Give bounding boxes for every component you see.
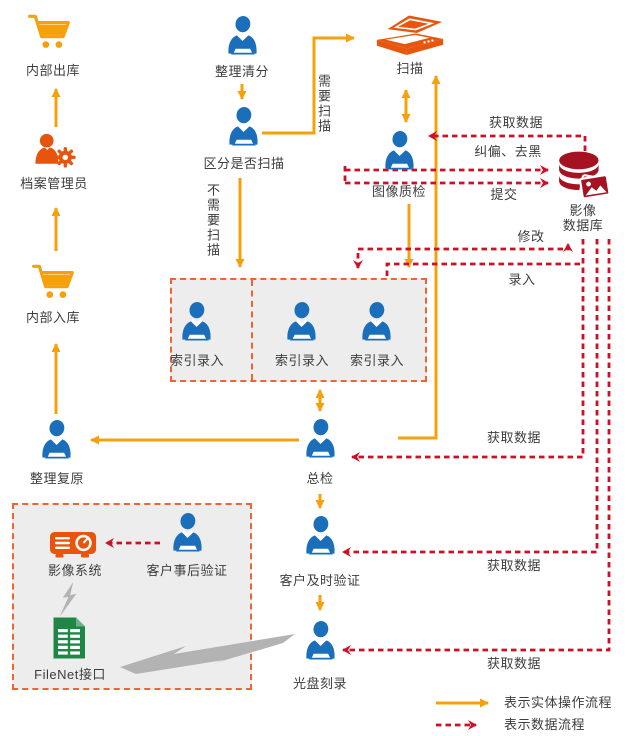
get-data-customer-flow-label: 获取数据 bbox=[486, 558, 542, 573]
archive-admin-icon bbox=[34, 131, 78, 169]
get-data-final-flow-label: 获取数据 bbox=[486, 430, 542, 445]
get-data-disc-flow-label: 获取数据 bbox=[486, 656, 542, 671]
internal-outbound-label: 内部出库 bbox=[25, 63, 81, 78]
legend-dashed-label: 表示数据流程 bbox=[504, 717, 586, 732]
image-qc-label: 图像质检 bbox=[371, 184, 427, 199]
image-database-label-line2: 数据库 bbox=[562, 218, 604, 233]
lightning-large-icon bbox=[120, 634, 295, 674]
internal-inbound-label: 内部入库 bbox=[25, 310, 81, 325]
customer-timely-verify-person-icon bbox=[303, 512, 338, 558]
filenet-document-icon bbox=[52, 616, 87, 660]
filenet-label: FileNet接口 bbox=[34, 667, 106, 682]
need-scan-flow-label: 需要扫描 bbox=[316, 74, 331, 134]
disc-burn-label: 光盘刻录 bbox=[292, 676, 348, 691]
index-entry-3-person-icon bbox=[359, 298, 394, 344]
image-database-label-line1: 影像 bbox=[569, 203, 597, 218]
image-qc-person-icon bbox=[382, 127, 417, 173]
disc-burn-person-icon bbox=[303, 617, 338, 663]
data-entry-index-db bbox=[385, 262, 583, 276]
arrow-final-to-scan bbox=[398, 75, 441, 440]
index-entry-1-person-icon bbox=[179, 298, 214, 344]
customer-post-verify-person-icon bbox=[170, 509, 205, 555]
arrow-decide-to-scan bbox=[262, 33, 355, 135]
scan-label: 扫描 bbox=[396, 61, 424, 76]
modify-flow-label: 修改 bbox=[517, 229, 545, 244]
no-need-scan-flow-label: 不需要扫描 bbox=[205, 183, 220, 258]
decide-scan-label: 区分是否扫描 bbox=[203, 156, 285, 171]
restore-person-icon bbox=[39, 416, 74, 462]
image-system-projector-icon bbox=[50, 528, 96, 558]
index-entry-1-label: 索引录入 bbox=[169, 353, 225, 368]
image-database-icon bbox=[556, 150, 610, 202]
deskew-flow-label: 纠偏、去黑 bbox=[474, 144, 542, 159]
lightning-small-icon bbox=[58, 582, 79, 618]
index-entry-2-person-icon bbox=[284, 298, 319, 344]
sort-clean-label: 整理清分 bbox=[214, 64, 270, 79]
index-entry-2-label: 索引录入 bbox=[274, 353, 330, 368]
sort-clean-person-icon bbox=[225, 12, 260, 58]
data-get-data-to-customer bbox=[342, 239, 599, 557]
data-get-data-to-disc bbox=[342, 239, 611, 655]
data-get-data-to-qc bbox=[428, 131, 587, 151]
final-check-person-icon bbox=[303, 415, 338, 461]
image-system-label: 影像系统 bbox=[47, 563, 103, 578]
entry-flow-label: 录入 bbox=[508, 272, 536, 287]
submit-flow-label: 提交 bbox=[490, 187, 518, 202]
index-entry-group-divider bbox=[251, 280, 253, 380]
legend-solid-label: 表示实体操作流程 bbox=[504, 695, 613, 710]
restore-label: 整理复原 bbox=[29, 471, 85, 486]
archive-admin-label: 档案管理员 bbox=[20, 176, 88, 191]
customer-post-verify-label: 客户事后验证 bbox=[146, 563, 228, 578]
get-data-qc-flow-label: 获取数据 bbox=[488, 115, 544, 130]
internal-inbound-cart-icon bbox=[32, 264, 76, 300]
decide-scan-person-icon bbox=[226, 103, 261, 149]
index-entry-3-label: 索引录入 bbox=[349, 353, 405, 368]
final-check-label: 总检 bbox=[306, 471, 334, 486]
customer-timely-verify-label: 客户及时验证 bbox=[279, 573, 361, 588]
data-modify-index-db bbox=[353, 243, 573, 269]
scanner-icon bbox=[372, 12, 448, 58]
data-get-data-to-final bbox=[351, 239, 585, 462]
internal-outbound-cart-icon bbox=[28, 14, 72, 50]
